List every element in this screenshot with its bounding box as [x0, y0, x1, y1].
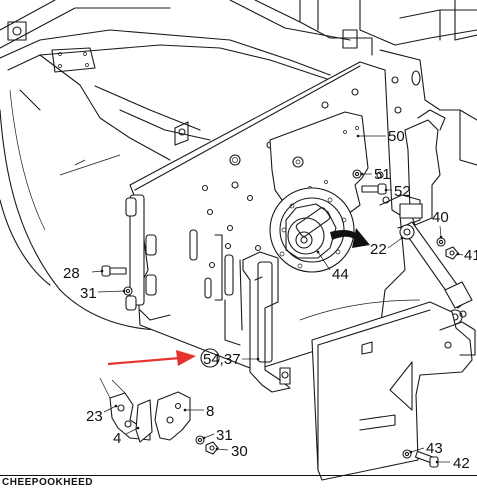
rotation-arrow: [330, 228, 370, 248]
callout-41: 41: [464, 247, 477, 264]
upper-frame: [0, 0, 477, 166]
leader-lines: [91, 134, 464, 464]
chamber-body: [0, 29, 331, 331]
sliding-door-54-37: [239, 251, 291, 393]
callout-54-37: 54,37: [203, 351, 241, 368]
callout-labels: 50 51 52 40 41 22 44 28 31 54,37 8 23 4 …: [63, 128, 477, 472]
callout-44: 44: [332, 266, 349, 283]
callout-40: 40: [432, 209, 449, 226]
callout-22: 22: [370, 241, 387, 258]
callout-8: 8: [206, 403, 214, 420]
right-bracket: [379, 109, 446, 229]
callout-23: 23: [86, 408, 103, 425]
callout-4: 4: [113, 430, 121, 447]
callout-52: 52: [394, 183, 411, 200]
callout-51: 51: [374, 166, 391, 183]
callout-50: 50: [388, 128, 405, 145]
callout-42: 42: [453, 455, 470, 472]
drive-hub-44: [269, 187, 355, 273]
hardware-bolts: [101, 169, 459, 468]
lower-guard-panel: [299, 299, 476, 481]
callout-28: 28: [63, 265, 80, 282]
highlighted-callout-circle: [200, 348, 220, 368]
callout-31-upper: 31: [80, 285, 97, 302]
footer-caption: CHEEPOOKHEED: [2, 477, 94, 488]
callout-43: 43: [426, 440, 443, 457]
highlight-arrow: [107, 350, 196, 366]
hinge-assembly: [125, 194, 171, 321]
callout-30: 30: [231, 443, 248, 460]
callout-31-lower: 31: [216, 427, 233, 444]
footer-caption-bar: CHEEPOOKHEED: [0, 475, 477, 488]
latch-parts: [99, 377, 219, 455]
